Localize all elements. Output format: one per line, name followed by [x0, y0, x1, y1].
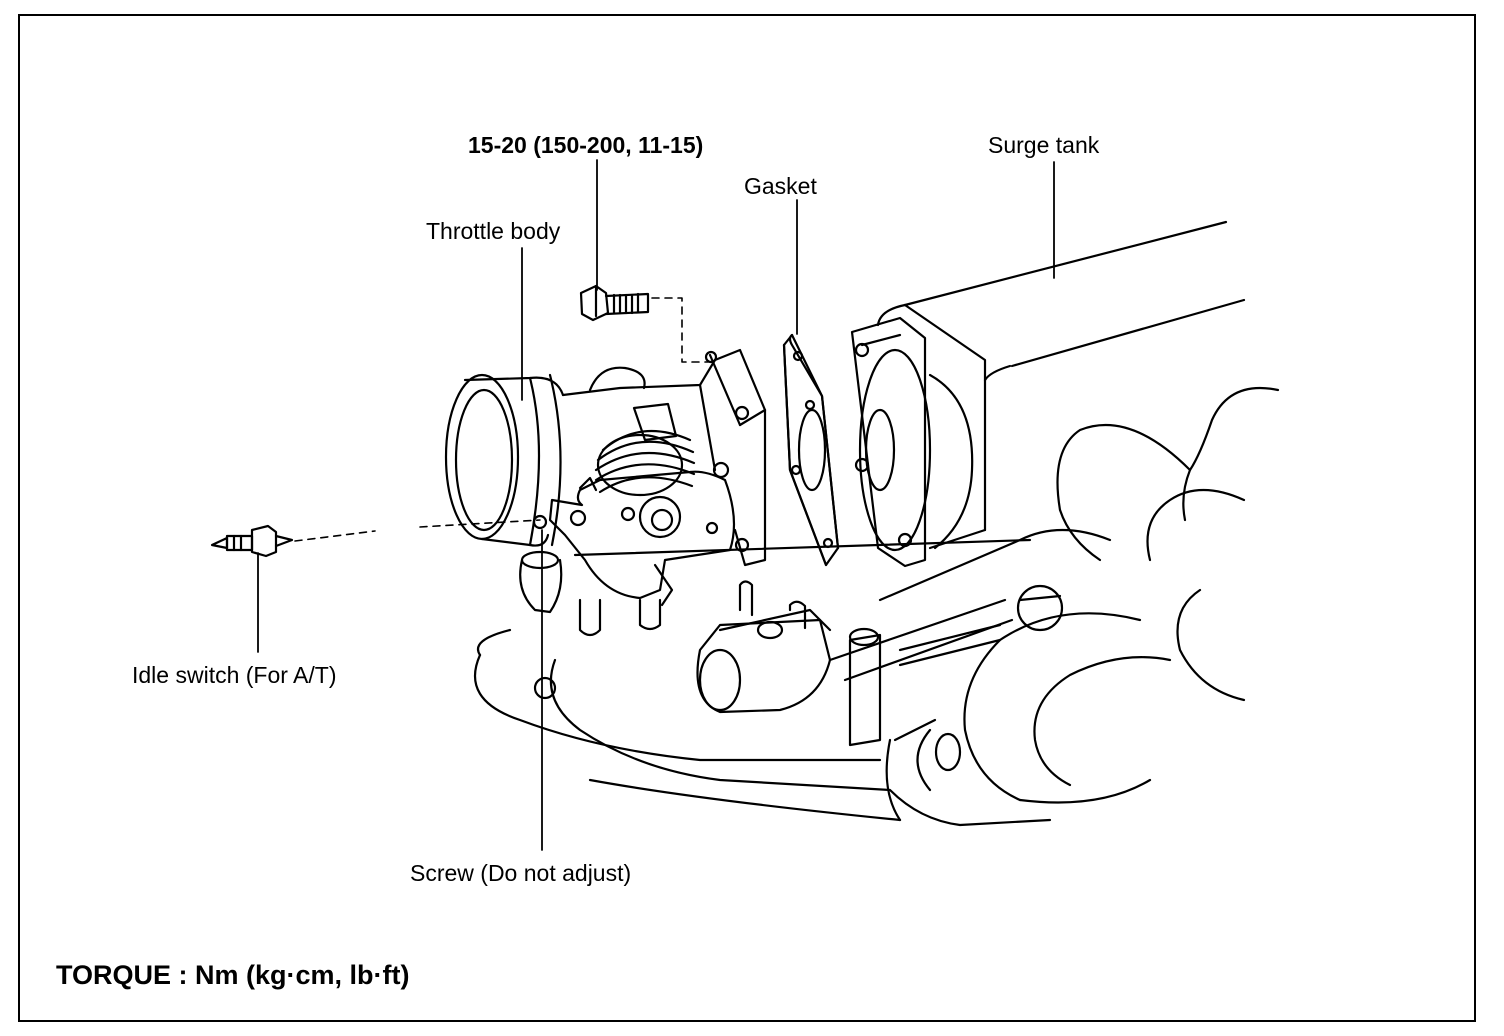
assembly-guide-lines [294, 297, 709, 542]
gasket-label: Gasket [744, 173, 817, 199]
surge-tank [850, 220, 1246, 568]
throttle-body-part [444, 348, 767, 614]
torque-spec-label: 15-20 (150-200, 11-15) [468, 132, 704, 158]
leader-lines [257, 159, 1055, 851]
torque-unit-caption: TORQUE : Nm (kg·cm, lb·ft) [56, 960, 410, 990]
throttle-body-label: Throttle body [426, 218, 561, 244]
surge-tank-label: Surge tank [988, 132, 1100, 158]
idle-switch-label: Idle switch (For A/T) [132, 662, 337, 688]
linkage-assembly [578, 580, 882, 747]
screw-label: Screw (Do not adjust) [410, 860, 632, 886]
idle-switch-part [210, 524, 294, 558]
gasket-part [782, 333, 840, 567]
intake-manifold-runners [473, 386, 1280, 827]
mounting-bolt [579, 284, 650, 322]
diagram-frame [18, 14, 1476, 1022]
